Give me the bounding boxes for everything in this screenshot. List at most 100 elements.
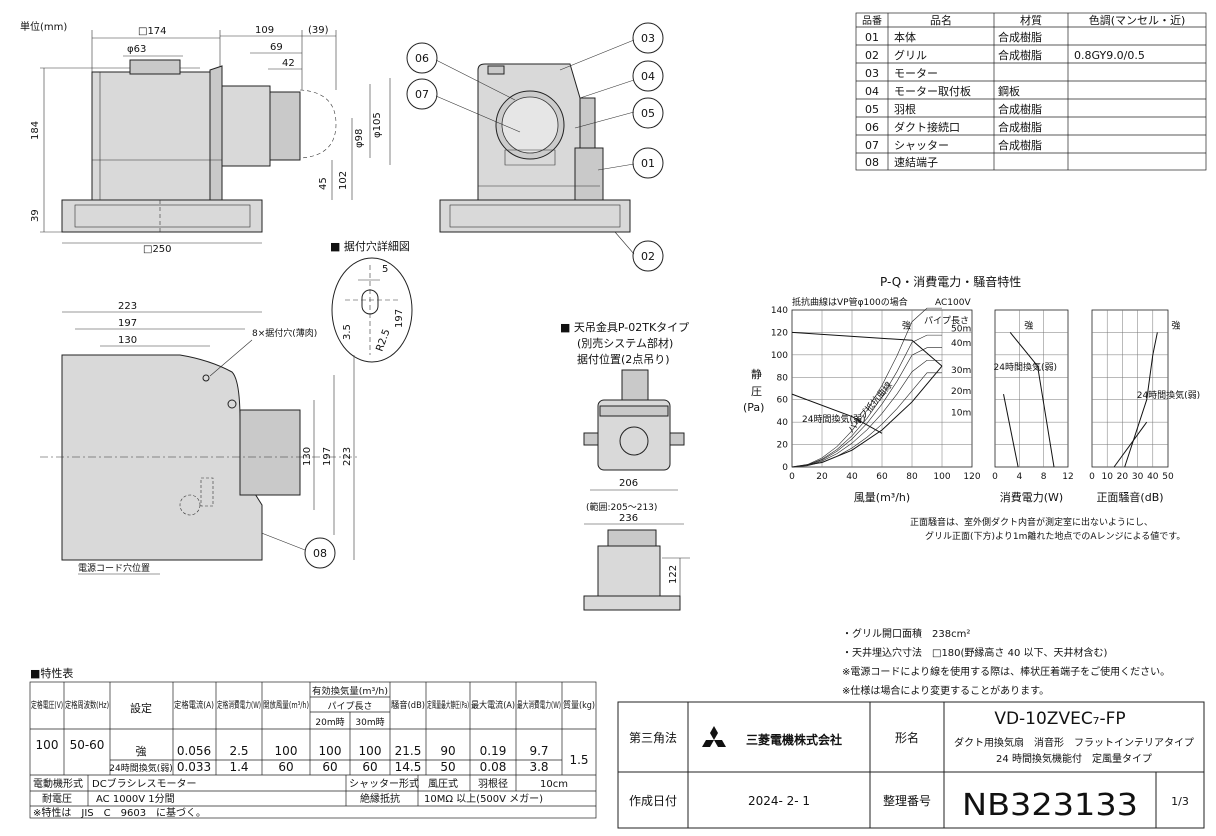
spec-header-frequency: 定格周波数(Hz)	[65, 699, 109, 711]
svg-text:0.033: 0.033	[177, 760, 211, 774]
spec-header-mass: 質量(kg)	[563, 699, 595, 711]
spec-frequency: 50-60	[70, 738, 105, 752]
chart-x-tick-label: 4	[1016, 472, 1022, 482]
chart-pipe-curve	[791, 347, 942, 468]
dim-top-223: 223	[118, 301, 137, 312]
svg-text:100: 100	[275, 744, 298, 758]
chart-series-label: 24時間換気(弱)	[802, 413, 865, 425]
note-4: ※仕様は場合により変更することがあります。	[842, 684, 1049, 697]
chart-annotation: 50m	[951, 324, 971, 334]
chart-series-label: 24時間換気(弱)	[1137, 389, 1200, 401]
chart-x-tick-label: 20	[816, 472, 828, 482]
chart-y-tick-label: 40	[777, 418, 789, 428]
spec-title: ■特性表	[30, 666, 73, 680]
svg-text:羽根: 羽根	[894, 102, 916, 116]
hanger-dim-122: 122	[668, 565, 679, 584]
svg-text:07: 07	[415, 88, 429, 101]
spec-insulation-value: 10MΩ 以上(500V メガー)	[424, 793, 543, 805]
svg-text:50: 50	[440, 760, 455, 774]
parts-header-name: 品名	[930, 13, 952, 27]
svg-text:90: 90	[440, 744, 455, 758]
mount-hole-detail: ■ 据付穴詳細図 5 3.5 R2.5 197	[330, 239, 413, 363]
parts-header-color: 色調(マンセル・近)	[1089, 13, 1186, 27]
dim-174: □174	[138, 26, 167, 37]
chart-x-axis-label: 消費電力(W)	[1000, 490, 1063, 504]
callout-01: 01	[632, 147, 664, 179]
chart-note-top: 抵抗曲線はVP管φ100の場合	[792, 296, 908, 308]
chart-annotation: 30m	[951, 366, 971, 376]
hanger-dim-236: 236	[619, 513, 638, 524]
dim-phi63: φ63	[127, 44, 146, 55]
svg-text:05: 05	[865, 103, 879, 116]
detail-dim-r2.5: R2.5	[374, 328, 392, 353]
chart-series-line	[1113, 421, 1148, 468]
dim-top-197: 197	[118, 318, 137, 329]
svg-text:04: 04	[865, 85, 879, 98]
svg-text:ダクト接続口: ダクト接続口	[894, 120, 960, 134]
svg-text:合成樹脂: 合成樹脂	[998, 30, 1042, 44]
chart-frame	[994, 309, 1069, 468]
chart-x-tick-label: 120	[963, 472, 980, 482]
callout-02: 02	[632, 240, 664, 272]
dim-phi105: φ105	[372, 112, 383, 138]
company-name: 三菱電機株式会社	[746, 732, 842, 747]
chart-pipe-curve	[791, 334, 942, 468]
svg-text:06: 06	[415, 52, 429, 65]
chart-ylabel-1: 静	[751, 367, 762, 381]
callout-07: 07	[406, 78, 438, 110]
svg-text:0.8GY9.0/0.5: 0.8GY9.0/0.5	[1074, 49, 1145, 62]
svg-text:0.08: 0.08	[480, 760, 507, 774]
hanger-dim-206: 206	[619, 478, 638, 489]
svg-text:03: 03	[641, 32, 655, 45]
svg-text:06: 06	[865, 121, 879, 134]
spec-header-voltage: 定格電圧(V)	[31, 699, 63, 711]
dim-42: 42	[282, 58, 295, 69]
spec-header-max-current: 最大電流(A)	[471, 699, 515, 711]
spec-motor-value: DCブラシレスモーター	[92, 777, 196, 790]
characteristics-charts: P-Q・消費電力・騒音特性 抵抗曲線はVP管φ100の場合 AC100V 静 圧…	[743, 274, 1200, 542]
dim-109: 109	[255, 25, 274, 36]
svg-text:0.19: 0.19	[480, 744, 507, 758]
chart-y-tick-label: 60	[777, 396, 789, 406]
chart-y-tick-label: 0	[782, 463, 788, 473]
callout-08: 08	[304, 537, 336, 569]
spec-row-strong: 強 0.056 2.5 100 100 100 21.5 90 0.19 9.7	[136, 744, 549, 758]
chart-x-tick-label: 20	[1117, 472, 1129, 482]
chart-annotation: パイプ長さ	[924, 315, 969, 326]
duct-adapter	[221, 85, 271, 167]
spec-blade-value: 10cm	[540, 779, 568, 790]
svg-text:本体: 本体	[894, 30, 916, 44]
chart-x-tick-label: 30	[1132, 472, 1144, 482]
chart-series-line	[791, 393, 883, 434]
detail-dim-197: 197	[394, 309, 405, 328]
detail-dim-3.5: 3.5	[342, 324, 353, 340]
chart-series-line	[791, 331, 943, 367]
chart-x-tick-label: 12	[1062, 472, 1073, 482]
detail-dim-5: 5	[382, 264, 388, 275]
chart-frame	[1091, 309, 1169, 468]
chart-ylabel-2: 圧	[751, 385, 762, 398]
svg-text:強: 強	[136, 745, 147, 758]
svg-text:02: 02	[641, 250, 655, 263]
svg-text:07: 07	[865, 139, 879, 152]
projection-label: 第三角法	[629, 731, 677, 745]
chart-y-tick-label: 100	[771, 351, 788, 361]
svg-text:60: 60	[278, 760, 293, 774]
chart-annotation: 10m	[951, 408, 971, 418]
svg-text:03: 03	[865, 67, 879, 80]
dim-phi98: φ98	[354, 129, 365, 148]
spec-subheader-20m: 20m時	[315, 717, 344, 728]
spec-subheader-pipe: パイプ長さ	[327, 701, 372, 712]
page-number: 1/3	[1171, 795, 1189, 808]
chart-voltage: AC100V	[935, 298, 971, 308]
model-desc-1: ダクト用換気扇 消音形 フラットインテリアタイプ	[954, 736, 1194, 749]
unit-label: 単位(mm)	[20, 20, 67, 33]
dim-39: (39)	[308, 25, 329, 36]
side-view	[439, 63, 631, 233]
spec-insulation-label: 絶縁抵抗	[360, 792, 400, 805]
